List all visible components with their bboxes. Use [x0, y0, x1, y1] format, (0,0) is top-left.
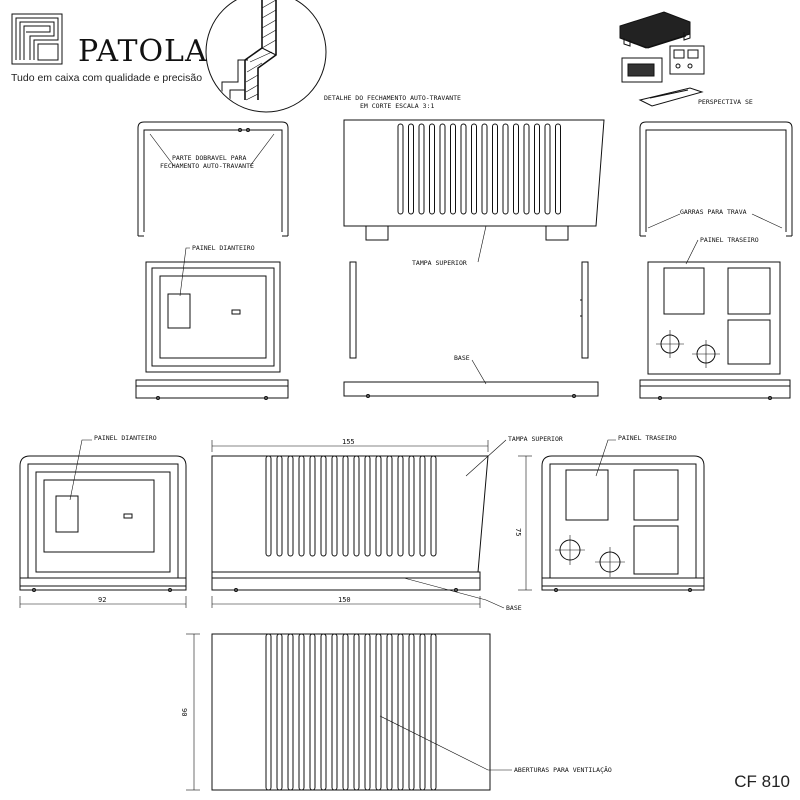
vent-slot [320, 455, 327, 557]
vent-slot [320, 633, 327, 791]
vent-slot [397, 455, 404, 557]
front-cover-part: PARTE DOBRAVEL PARA FECHAMENTO AUTO-TRAV… [137, 121, 289, 237]
vent-slot [342, 633, 349, 791]
vent-slot [450, 123, 456, 215]
vent-slot [418, 123, 425, 215]
vent-slot [276, 455, 283, 557]
side-view-assembled: 155 150 TAMPA SUPERIOR BASE [211, 435, 563, 612]
vent-slot [364, 633, 371, 791]
vent-slot [555, 123, 561, 215]
dim-length-base: 150 [338, 596, 351, 604]
detail-section-circle: DETALHE DO FECHAMENTO AUTO-TRAVANTE EM C… [205, 0, 461, 113]
vent-slot [331, 633, 338, 791]
vent-slot [353, 455, 360, 557]
vent-slot [342, 455, 349, 557]
vent-slot [386, 455, 393, 557]
vent-slot [265, 633, 272, 791]
vent-slot [364, 455, 371, 557]
vent-slot [544, 123, 551, 215]
patola-logo [11, 13, 63, 65]
vent-slot [430, 633, 437, 791]
vent-slot [397, 123, 404, 215]
vent-slot [386, 633, 393, 791]
brand-name: PATOLA [78, 34, 208, 69]
vent-slot [460, 123, 467, 215]
vent-slot [408, 123, 414, 215]
vent-slot [353, 633, 360, 791]
rear-cover-part: GARRAS PARA TRAVA [639, 121, 793, 237]
vent-slot [429, 123, 435, 215]
vents-label: ABERTURAS PARA VENTILAÇÃO [514, 765, 612, 774]
top-cover-label-top: TAMPA SUPERIOR [412, 259, 467, 267]
vent-slot [523, 123, 530, 215]
vent-slot [375, 455, 382, 557]
front-panel-part: PAINEL DIANTEIRO [135, 244, 289, 400]
top-view: 90 ABERTURAS PARA VENTILAÇÃO [180, 633, 612, 791]
brand-tagline: Tudo em caixa com qualidade e precisão [11, 72, 203, 84]
vent-slot [287, 455, 294, 557]
rear-panel-label: PAINEL TRASEIRO [618, 434, 677, 442]
front-panel-label: PAINEL DIANTEIRO [94, 434, 157, 442]
vent-slot [492, 123, 498, 215]
vent-slot [419, 633, 426, 791]
vent-slot [534, 123, 540, 215]
vent-slot [298, 633, 305, 791]
vent-slot [419, 455, 426, 557]
vent-slot [439, 123, 446, 215]
claws-label: GARRAS PARA TRAVA [680, 208, 747, 216]
base-label-top: BASE [454, 354, 470, 362]
vent-slot [309, 455, 316, 557]
base-label: BASE [506, 604, 522, 612]
dim-depth: 90 [180, 708, 188, 716]
front-view-assembled: PAINEL DIANTEIRO 92 [19, 434, 187, 608]
vent-slot [276, 633, 283, 791]
vent-slot [481, 123, 488, 215]
vent-slot [375, 633, 382, 791]
vent-slot [471, 123, 477, 215]
rear-view-assembled: PAINEL TRASEIRO 75 [514, 434, 705, 592]
rear-panel-part: PAINEL TRASEIRO [639, 236, 791, 400]
detail-label-2: EM CORTE ESCALA 3:1 [360, 102, 434, 110]
top-cover-label: TAMPA SUPERIOR [508, 435, 563, 443]
dim-length-top: 155 [342, 438, 355, 446]
vent-slot [430, 455, 437, 557]
top-cover-side-part: TAMPA SUPERIOR [343, 119, 605, 267]
detail-label-1: DETALHE DO FECHAMENTO AUTO-TRAVANTE [324, 94, 461, 102]
vent-slot [408, 455, 415, 557]
front-panel-label-top: PAINEL DIANTEIRO [192, 244, 255, 252]
vent-slot [408, 633, 415, 791]
dim-height: 75 [514, 528, 522, 536]
vent-slot [298, 455, 305, 557]
vent-slot [331, 455, 338, 557]
base-side-part: BASE [343, 261, 599, 398]
fold-label-1: PARTE DOBRAVEL PARA [172, 154, 246, 162]
perspective-label: PERSPECTIVA SE [698, 98, 753, 106]
perspective-views: PERSPECTIVA SE [619, 11, 753, 107]
vent-slot [397, 633, 404, 791]
vent-slot [287, 633, 294, 791]
fold-label-2: FECHAMENTO AUTO-TRAVANTE [160, 162, 254, 170]
vent-slot [265, 455, 272, 557]
model-code: CF 810 [734, 772, 790, 791]
dim-width: 92 [98, 596, 106, 604]
vent-slot [309, 633, 316, 791]
rear-panel-label-top: PAINEL TRASEIRO [700, 236, 759, 244]
vent-slot [513, 123, 519, 215]
vent-slot [502, 123, 509, 215]
